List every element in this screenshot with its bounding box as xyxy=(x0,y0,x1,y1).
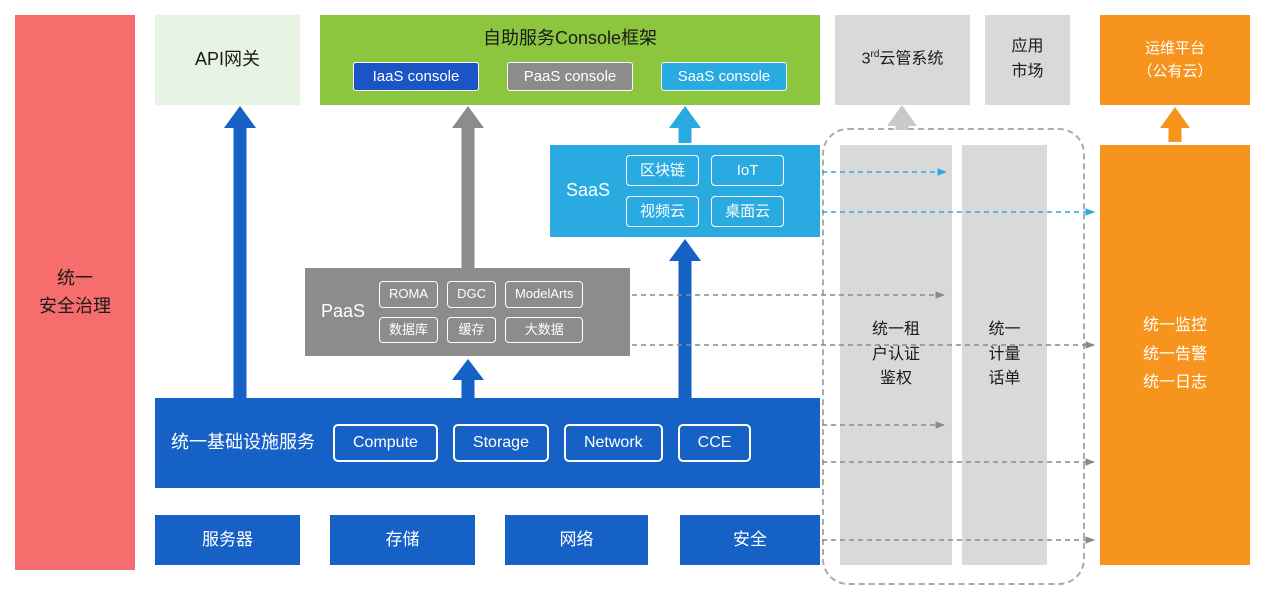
saas-chip-blockchain: 区块链 xyxy=(626,154,700,186)
paas-chip-bigdata: 大数据 xyxy=(504,316,584,343)
tenant-auth-column: 统一租 户认证 鉴权 xyxy=(840,145,952,565)
paas-chip-grid: ROMA DGC ModelArts 数据库 缓存 大数据 xyxy=(379,281,584,343)
paas-label: PaaS xyxy=(321,301,366,322)
api-gateway-box: API网关 xyxy=(155,15,300,105)
saas-label: SaaS xyxy=(566,180,611,201)
infra-box-storage: 存储 xyxy=(330,515,475,565)
paas-chip-dgc: DGC xyxy=(447,281,496,308)
arrow-to-third-party xyxy=(887,105,917,130)
paas-chip-database: 数据库 xyxy=(379,316,439,343)
infra-box-server: 服务器 xyxy=(155,515,300,565)
iaas-chip-storage: Storage xyxy=(452,423,549,463)
iaas-console-chip: IaaS console xyxy=(353,61,479,91)
infra-box-security: 安全 xyxy=(680,515,820,565)
saas-chip-grid: 区块链 IoT 视频云 桌面云 xyxy=(626,154,785,228)
console-frame-box: 自助服务Console框架 IaaS console PaaS console … xyxy=(320,15,820,105)
iaas-box: 统一基础设施服务 Compute Storage Network CCE xyxy=(155,398,820,488)
saas-chip-desktop-cloud: 桌面云 xyxy=(711,196,785,228)
console-chip-row: IaaS console PaaS console SaaS console xyxy=(353,61,787,91)
console-frame-title: 自助服务Console框架 xyxy=(482,28,658,48)
third-party-label: 3rd云管系统 xyxy=(861,49,944,68)
arrow-iaas-to-paas xyxy=(452,359,484,398)
paas-chip-cache: 缓存 xyxy=(447,316,496,343)
arrow-saas-to-console xyxy=(669,106,701,143)
arrow-iaas-to-api-gateway xyxy=(224,106,256,398)
app-market-box: 应用 市场 xyxy=(985,15,1070,105)
arrow-to-ops-platform xyxy=(1160,107,1190,142)
metering-billing-column: 统一 计量 话单 xyxy=(962,145,1047,565)
iaas-chip-row: Compute Storage Network CCE xyxy=(333,423,752,463)
saas-chip-iot: IoT xyxy=(711,154,785,186)
saas-chip-video-cloud: 视频云 xyxy=(626,196,700,228)
third-party-cloud-box: 3rd云管系统 xyxy=(835,15,970,105)
paas-box: PaaS ROMA DGC ModelArts 数据库 缓存 大数据 xyxy=(305,268,630,356)
arrow-paas-to-console xyxy=(452,106,484,268)
paas-chip-roma: ROMA xyxy=(379,281,439,308)
shared-services-dashed-group xyxy=(822,128,1085,585)
iaas-label: 统一基础设施服务 xyxy=(171,432,315,453)
infra-box-network: 网络 xyxy=(505,515,648,565)
monitor-alarm-log-box: 统一监控 统一告警 统一日志 xyxy=(1100,145,1250,565)
saas-console-chip: SaaS console xyxy=(661,61,787,91)
paas-console-chip: PaaS console xyxy=(507,61,633,91)
saas-box: SaaS 区块链 IoT 视频云 桌面云 xyxy=(550,145,820,237)
iaas-chip-cce: CCE xyxy=(677,423,752,463)
security-governance-bar: 统一 安全治理 xyxy=(15,15,135,570)
ops-platform-box: 运维平台 （公有云） xyxy=(1100,15,1250,105)
iaas-chip-compute: Compute xyxy=(333,423,438,463)
arrow-iaas-to-saas xyxy=(669,239,701,398)
iaas-chip-network: Network xyxy=(563,423,663,463)
paas-chip-modelarts: ModelArts xyxy=(504,281,584,308)
